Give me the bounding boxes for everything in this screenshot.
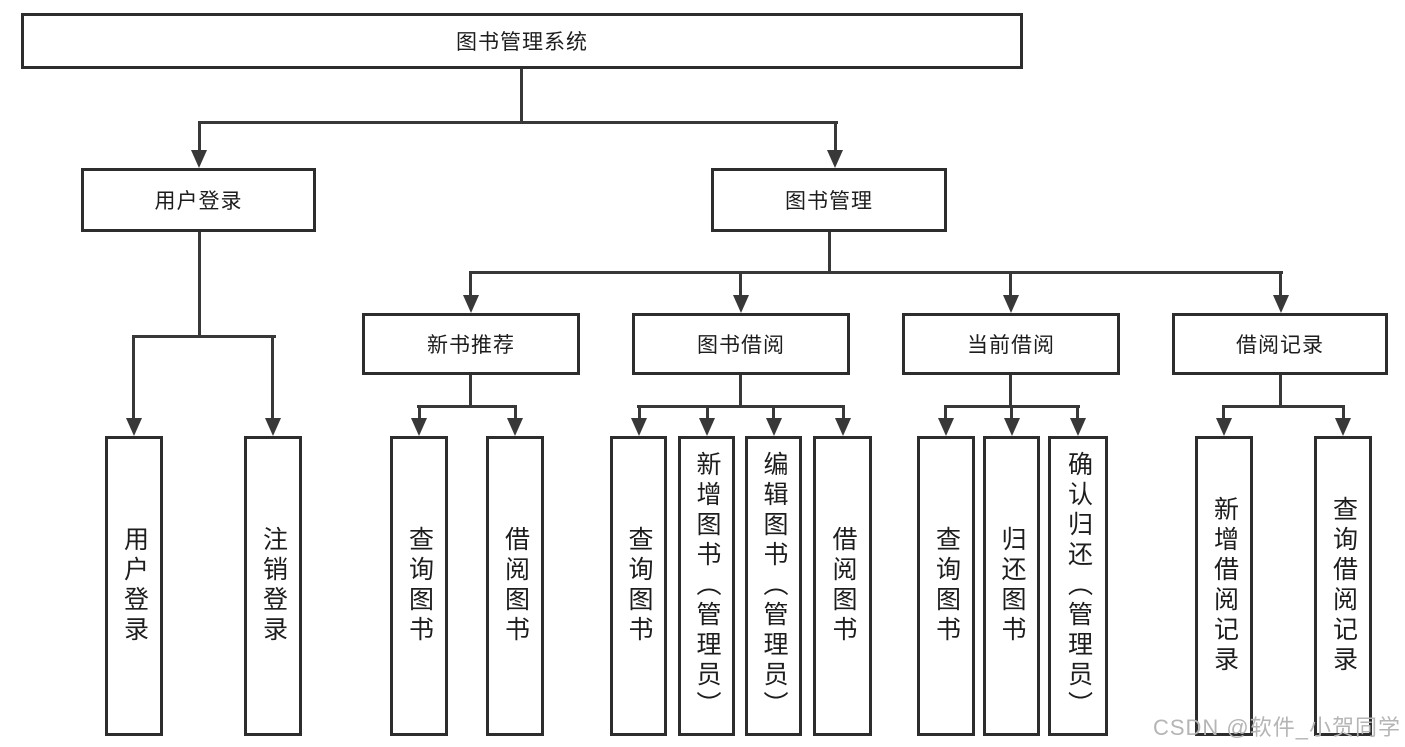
- leaf-label: 借阅图书: [829, 526, 857, 646]
- leaf-label: 查询借阅记录: [1329, 496, 1358, 676]
- connector-line: [198, 121, 201, 152]
- connector-line: [1222, 405, 1345, 408]
- arrowhead-icon: [1004, 418, 1020, 436]
- leaf-query-books-borrow: 查询图书: [610, 436, 667, 736]
- leaf-label: 新增借阅记录: [1210, 496, 1239, 676]
- node-label: 用户登录: [154, 190, 243, 213]
- arrowhead-icon: [699, 418, 715, 436]
- arrowhead-icon: [835, 418, 851, 436]
- arrowhead-icon: [126, 418, 142, 436]
- leaf-label: 新增图书（管理员）: [693, 451, 721, 721]
- leaf-label: 查询图书: [625, 526, 653, 646]
- connector-line: [514, 405, 517, 421]
- node-book-borrow: 图书借阅: [632, 313, 850, 375]
- connector-line: [706, 405, 709, 421]
- leaf-logout: 注销登录: [244, 436, 302, 736]
- connector-line: [418, 405, 421, 421]
- connector-line: [638, 405, 641, 421]
- node-library-management-system: 图书管理系统: [21, 13, 1023, 69]
- connector-line: [132, 335, 276, 338]
- leaf-label: 查询图书: [932, 526, 961, 646]
- csdn-watermark: CSDN @软件_小贺同学: [1152, 715, 1401, 740]
- connector-line: [1279, 271, 1282, 297]
- leaf-add-books-admin: 新增图书（管理员）: [678, 436, 735, 736]
- node-label: 图书管理系统: [456, 31, 588, 54]
- connector-line: [469, 271, 1283, 274]
- connector-line: [271, 335, 274, 420]
- leaf-label: 查询图书: [405, 526, 434, 646]
- connector-line: [1342, 405, 1345, 421]
- arrowhead-icon: [191, 150, 207, 168]
- connector-line: [828, 232, 831, 274]
- arrowhead-icon: [265, 418, 281, 436]
- connector-line: [772, 405, 775, 421]
- connector-line: [198, 232, 201, 338]
- arrowhead-icon: [1335, 418, 1351, 436]
- leaf-borrow-books-recommend: 借阅图书: [486, 436, 544, 736]
- connector-line: [469, 375, 472, 408]
- connector-line: [417, 405, 517, 408]
- connector-line: [1009, 271, 1012, 297]
- arrowhead-icon: [827, 150, 843, 168]
- leaf-label: 编辑图书（管理员）: [760, 451, 788, 721]
- leaf-query-books-recommend: 查询图书: [390, 436, 448, 736]
- connector-line: [834, 121, 837, 152]
- leaf-label: 用户登录: [120, 526, 149, 646]
- connector-line: [1010, 405, 1013, 421]
- leaf-label: 确认归还（管理员）: [1064, 451, 1093, 721]
- connector-line: [132, 335, 135, 420]
- node-label: 当前借阅: [967, 334, 1055, 357]
- connector-line: [739, 271, 742, 297]
- leaf-confirm-return-admin: 确认归还（管理员）: [1048, 436, 1108, 736]
- connector-line: [842, 405, 845, 421]
- leaf-return-books: 归还图书: [983, 436, 1040, 736]
- arrowhead-icon: [507, 418, 523, 436]
- connector-line: [944, 405, 947, 421]
- connector-line: [1279, 375, 1282, 408]
- node-new-book-recommend: 新书推荐: [362, 313, 580, 375]
- connector-line: [739, 375, 742, 408]
- arrowhead-icon: [1003, 295, 1019, 313]
- node-current-borrow: 当前借阅: [902, 313, 1120, 375]
- arrowhead-icon: [1216, 418, 1232, 436]
- arrowhead-icon: [766, 418, 782, 436]
- node-book-management: 图书管理: [711, 168, 947, 232]
- node-label: 新书推荐: [427, 334, 515, 357]
- arrowhead-icon: [631, 418, 647, 436]
- leaf-label: 借阅图书: [501, 526, 530, 646]
- arrowhead-icon: [1070, 418, 1086, 436]
- leaf-query-books-current: 查询图书: [917, 436, 975, 736]
- connector-line: [1009, 375, 1012, 408]
- leaf-add-borrow-record: 新增借阅记录: [1195, 436, 1253, 736]
- connector-line: [637, 405, 845, 408]
- node-label: 图书管理: [785, 190, 873, 213]
- leaf-user-login: 用户登录: [105, 436, 163, 736]
- leaf-edit-books-admin: 编辑图书（管理员）: [745, 436, 802, 736]
- arrowhead-icon: [1273, 295, 1289, 313]
- arrowhead-icon: [733, 295, 749, 313]
- arrowhead-icon: [938, 418, 954, 436]
- node-label: 借阅记录: [1236, 334, 1324, 357]
- connector-line: [520, 69, 523, 124]
- node-label: 图书借阅: [697, 334, 785, 357]
- leaf-borrow-books: 借阅图书: [813, 436, 872, 736]
- connector-line: [1222, 405, 1225, 421]
- node-user-login: 用户登录: [81, 168, 316, 232]
- leaf-label: 注销登录: [259, 526, 288, 646]
- connector-line: [198, 121, 838, 124]
- connector-line: [1076, 405, 1079, 421]
- leaf-query-borrow-record: 查询借阅记录: [1314, 436, 1372, 736]
- arrowhead-icon: [463, 295, 479, 313]
- arrowhead-icon: [411, 418, 427, 436]
- connector-line: [469, 271, 472, 297]
- leaf-label: 归还图书: [998, 526, 1026, 646]
- node-borrow-records: 借阅记录: [1172, 313, 1388, 375]
